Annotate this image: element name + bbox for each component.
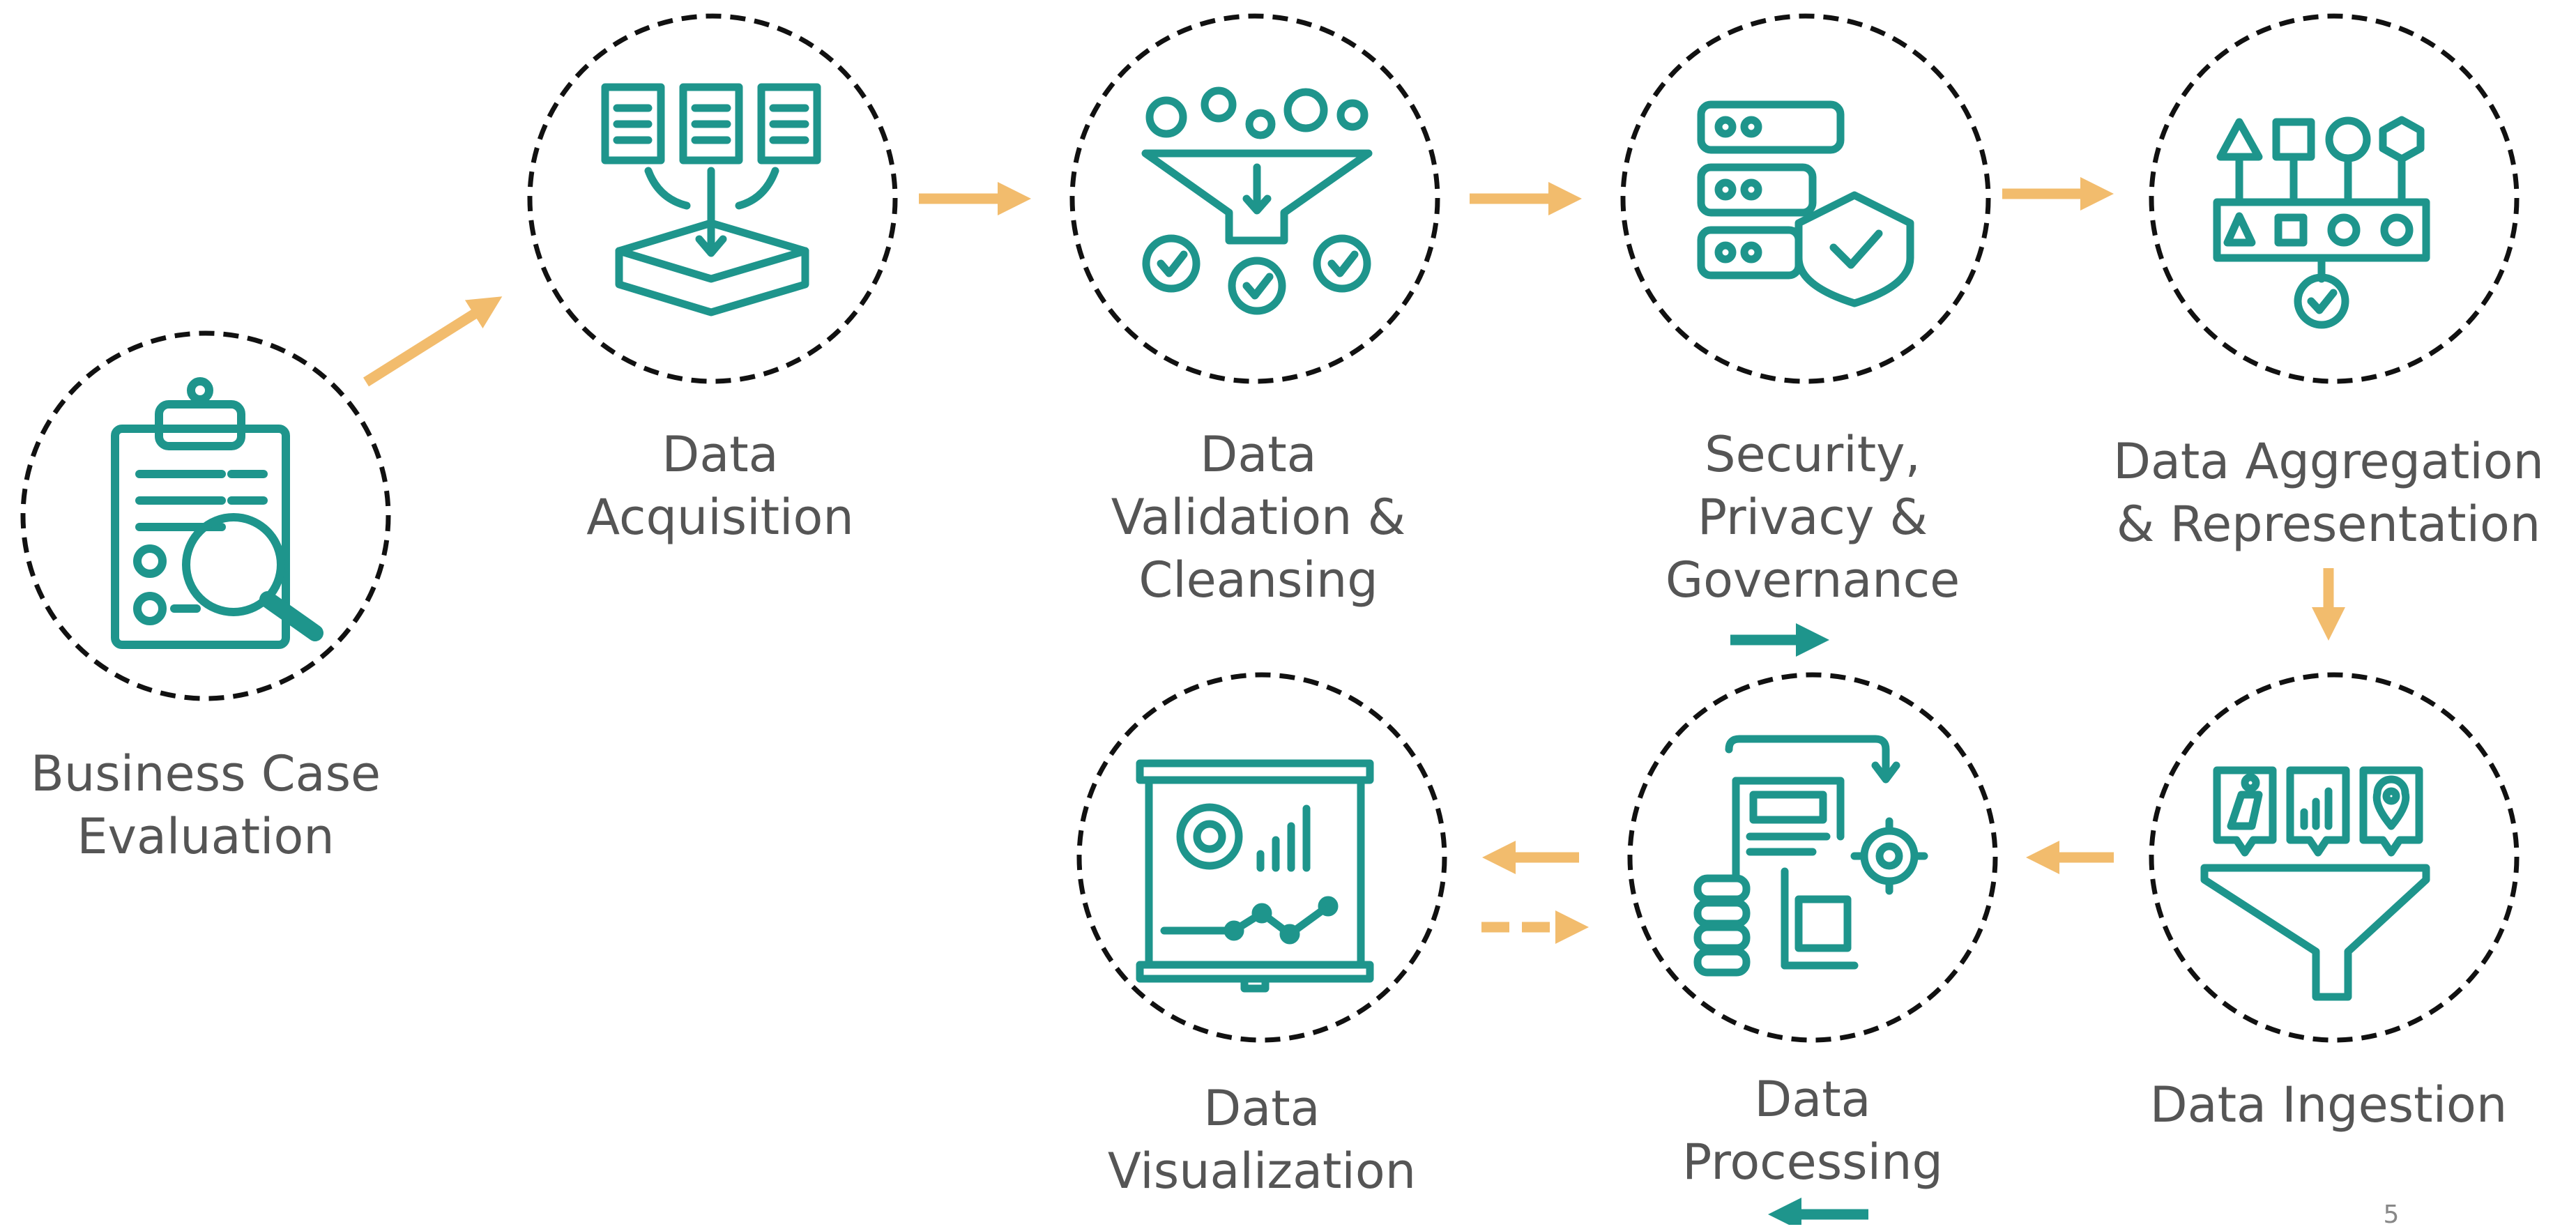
documents-into-box-icon	[601, 83, 821, 316]
visualization-label: Data Visualization	[983, 1077, 1541, 1203]
security-label: Security, Privacy & Governance	[1534, 423, 2091, 611]
presentation-board-icon	[1136, 759, 1374, 993]
arrow-evaluation-to-acquisition	[363, 296, 503, 387]
validation-label: Data Validation & Cleansing	[980, 423, 1537, 611]
document-gear-database-icon	[1693, 735, 1928, 977]
server-shield-icon	[1697, 100, 1914, 307]
processing-label: Data Processing	[1534, 1068, 2091, 1193]
ingestion-circle	[2149, 672, 2520, 1043]
ingestion-label: Data Ingestion	[2050, 1074, 2576, 1136]
business-case-circle	[20, 330, 391, 701]
aggregation-label-line-1: Data Aggregation	[2113, 433, 2544, 490]
validation-label-line-2: Validation &	[1111, 489, 1406, 546]
security-circle	[1620, 13, 1991, 384]
processing-label-line-1: Data	[1754, 1071, 1871, 1128]
clipboard-magnifier-icon	[111, 377, 323, 649]
processing-label-line-2: Processing	[1682, 1133, 1943, 1191]
validation-label-line-3: Cleansing	[1138, 551, 1378, 609]
validation-label-line-1: Data	[1200, 426, 1317, 483]
funnel-check-icon	[1141, 86, 1373, 315]
acquisition-label-line-2: Acquisition	[586, 489, 854, 546]
business-case-label-line-1: Business Case	[30, 745, 381, 802]
aggregation-label: Data Aggregation & Representation	[2050, 430, 2576, 556]
business-case-label: Business Case Evaluation	[0, 742, 485, 868]
acquisition-label-line-1: Data	[662, 426, 779, 483]
visualization-label-line-2: Visualization	[1107, 1143, 1417, 1200]
acquisition-label: Data Acquisition	[441, 423, 999, 549]
ingestion-label-line-1: Data Ingestion	[2149, 1076, 2508, 1133]
business-case-label-line-2: Evaluation	[77, 808, 335, 865]
cards-into-funnel-icon	[2200, 766, 2430, 1001]
validation-circle	[1069, 13, 1440, 384]
security-label-line-3: Governance	[1665, 551, 1960, 609]
shapes-hierarchy-icon	[2213, 116, 2430, 329]
visualization-circle	[1076, 672, 1447, 1043]
aggregation-circle	[2149, 13, 2520, 384]
processing-circle	[1627, 672, 1998, 1043]
aggregation-label-line-2: & Representation	[2116, 496, 2541, 553]
flow-arrows	[363, 176, 2346, 1229]
security-label-line-2: Privacy &	[1697, 489, 1928, 546]
page-number: 5	[2383, 1200, 2400, 1229]
visualization-label-line-1: Data	[1203, 1080, 1320, 1137]
security-label-line-1: Security,	[1705, 426, 1921, 483]
stage-circles	[20, 13, 2520, 1043]
acquisition-circle	[527, 13, 898, 384]
